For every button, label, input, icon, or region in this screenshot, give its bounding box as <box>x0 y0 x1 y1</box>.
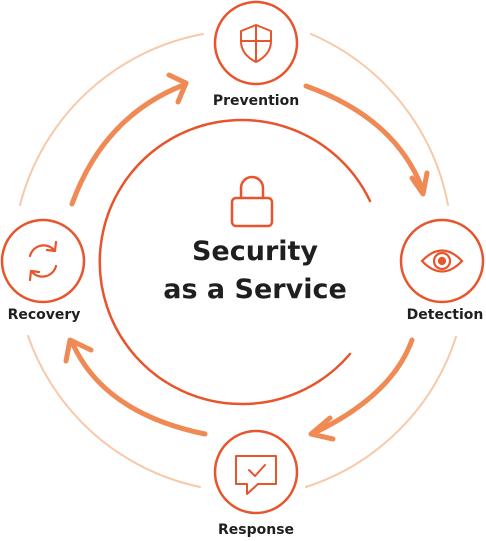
arrow-recovery-to-prevention <box>69 83 184 207</box>
detection-label: Detection <box>406 307 484 323</box>
lock-icon <box>230 175 274 228</box>
prevention-node <box>213 0 299 86</box>
chat-check-icon <box>235 455 277 495</box>
eye-icon <box>420 249 464 273</box>
inner-circle <box>98 118 372 406</box>
outer-ring <box>19 33 457 488</box>
recovery-label: Recovery <box>7 307 81 323</box>
arrow-prevention-to-detection <box>303 83 425 191</box>
arrow-response-to-recovery <box>69 339 208 437</box>
response-node <box>213 429 299 515</box>
flow-arrows <box>63 72 430 442</box>
diagram-title: Security as a Service <box>163 233 347 309</box>
recovery-node <box>0 218 86 304</box>
response-label: Response <box>217 522 295 538</box>
prevention-label: Prevention <box>212 93 300 109</box>
detection-node <box>399 218 485 304</box>
title-line-1: Security <box>191 236 319 267</box>
arrow-detection-to-response <box>313 337 415 435</box>
shield-icon <box>240 24 272 63</box>
title-line-2: as a Service <box>163 274 347 305</box>
refresh-icon <box>28 240 58 282</box>
